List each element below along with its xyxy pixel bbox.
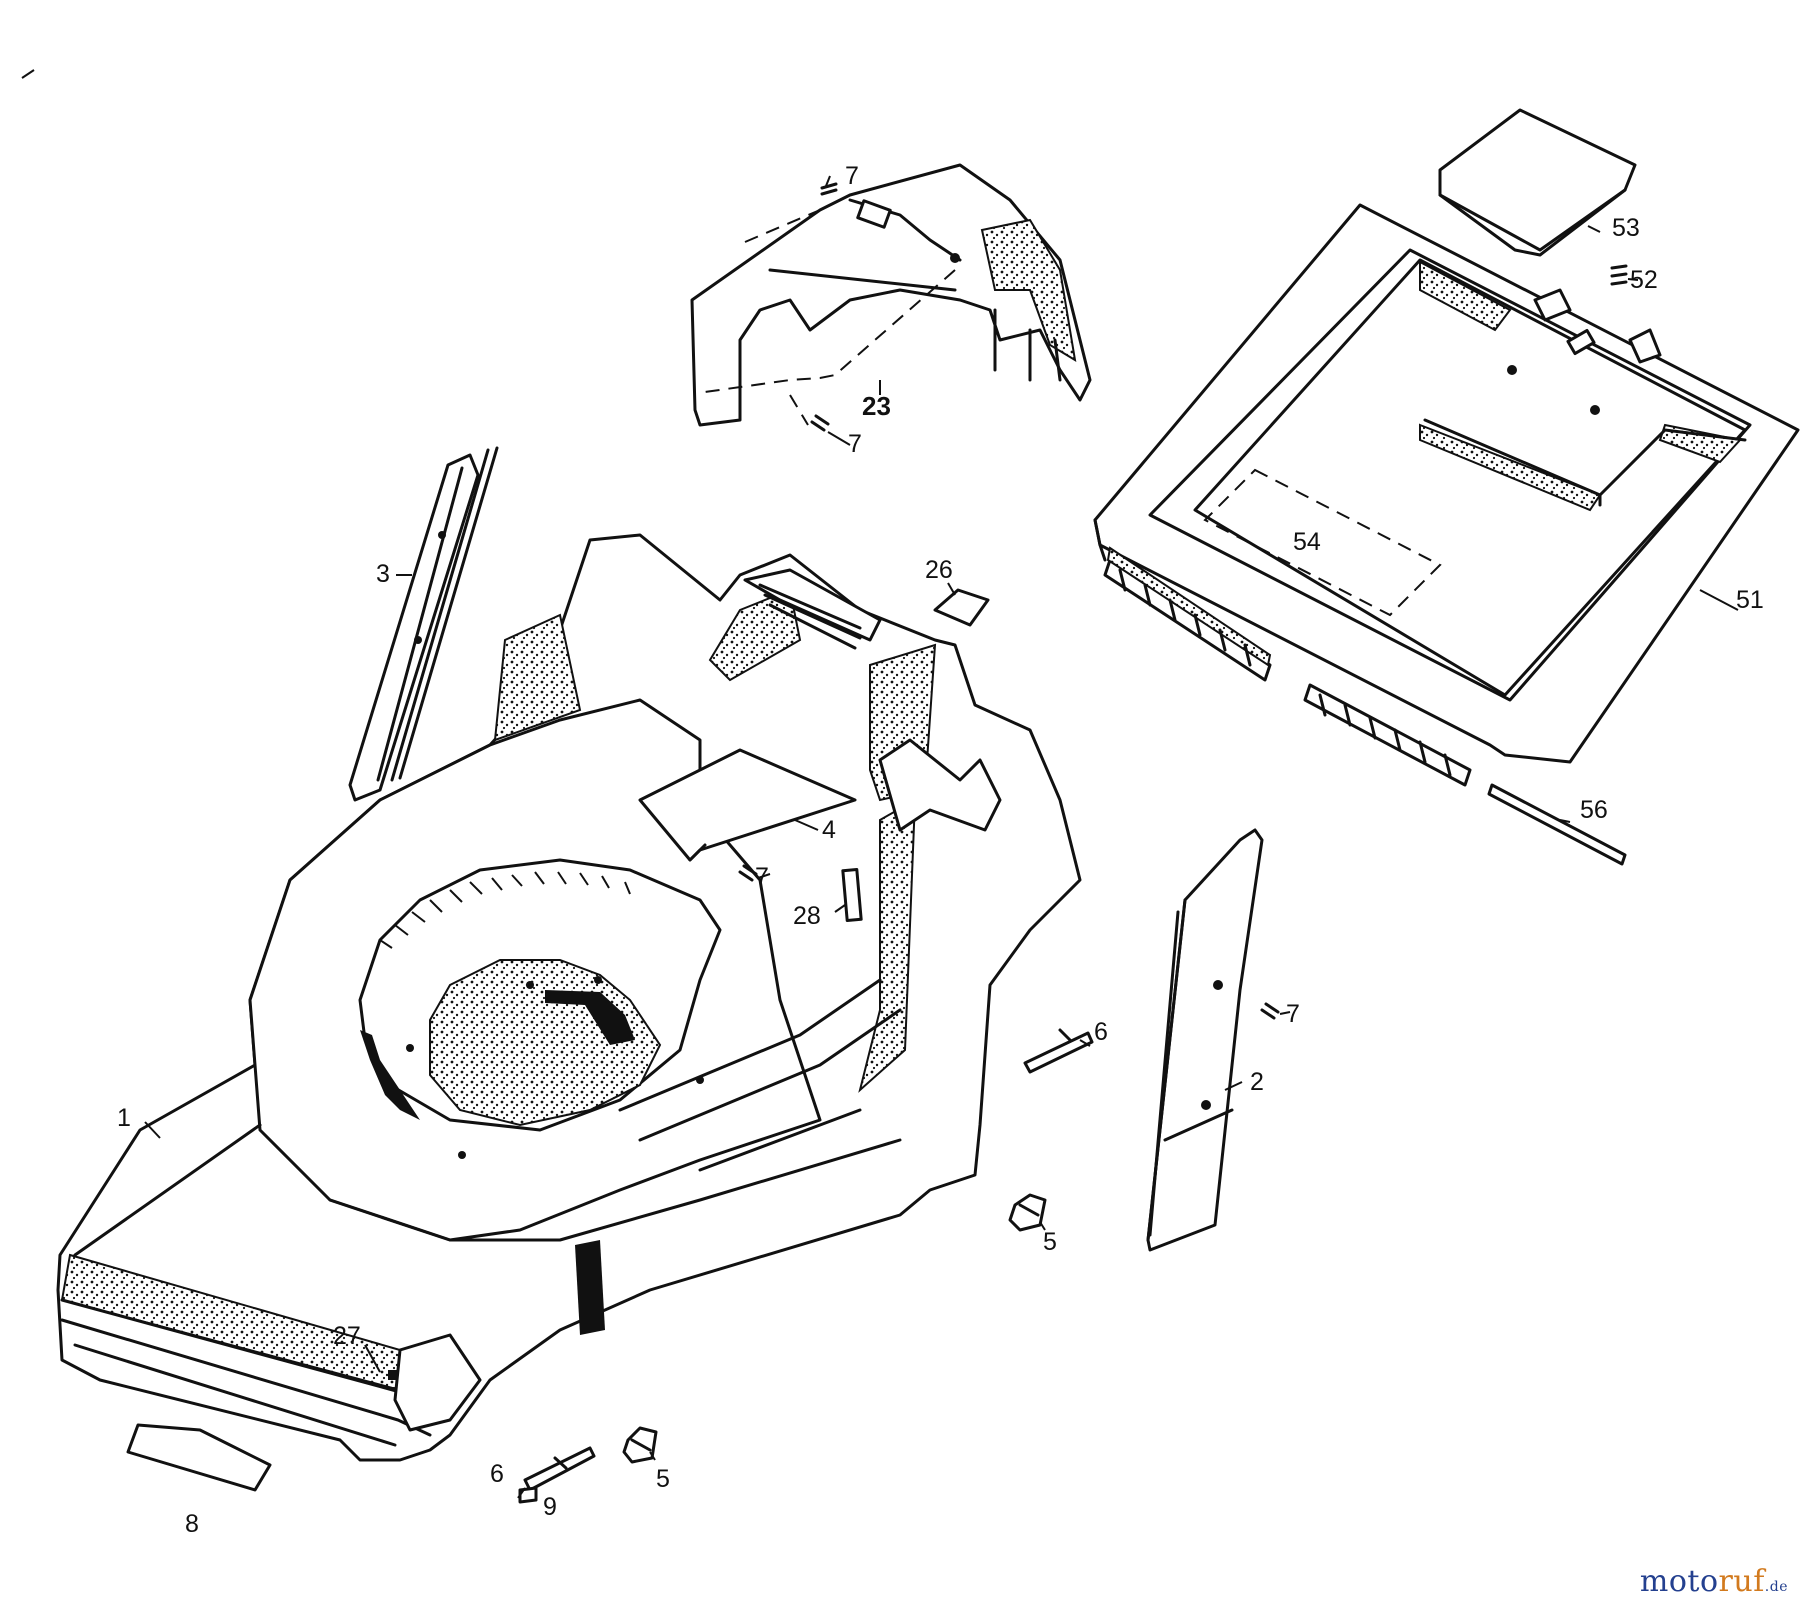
label-54: 54 [1293, 528, 1321, 556]
label-52: 52 [1630, 266, 1658, 294]
label-8: 8 [185, 1510, 199, 1538]
label-23: 23 [862, 391, 891, 421]
part-7-screw-c[interactable] [738, 864, 758, 882]
part-53-lid-cover[interactable] [1438, 108, 1637, 257]
label-3: 3 [376, 560, 390, 588]
label-26: 26 [925, 556, 953, 584]
part-4-cover-plate[interactable] [638, 748, 857, 862]
part-6-bracket-b[interactable] [523, 1446, 596, 1492]
part-27-marker[interactable] [388, 1370, 398, 1380]
label-2: 2 [1250, 1068, 1264, 1096]
stray-mark [21, 69, 35, 79]
part-52-screw[interactable] [1610, 264, 1628, 286]
label-27: 27 [333, 1322, 361, 1350]
label-7b: 7 [848, 430, 862, 458]
label-6a: 6 [1094, 1018, 1108, 1046]
label-9: 9 [543, 1493, 557, 1521]
part-2-side-strip[interactable] [1146, 828, 1264, 1252]
part-7-screw-d[interactable] [1260, 1002, 1280, 1020]
part-56-rod[interactable] [1487, 783, 1627, 866]
label-28: 28 [793, 902, 821, 930]
part-7-screw-b[interactable] [810, 414, 830, 432]
part-9-nut[interactable] [518, 1486, 538, 1504]
part-51-catcher-lid[interactable] [1093, 203, 1800, 787]
part-8-front-plate[interactable] [126, 1423, 272, 1492]
part-5-clip-a[interactable] [1008, 1193, 1047, 1232]
motoruf-watermark: motoruf.de [1639, 1564, 1788, 1599]
label-4: 4 [822, 816, 836, 844]
leader-lines [144, 175, 1739, 1499]
label-1: 1 [117, 1104, 131, 1132]
label-5a: 5 [1043, 1228, 1057, 1256]
part-1-mower-deck[interactable] [56, 533, 1082, 1462]
label-7a: 7 [845, 162, 859, 190]
part-23-deflector[interactable] [690, 163, 1092, 427]
label-7c: 7 [755, 863, 769, 891]
part-28-label[interactable] [841, 867, 863, 923]
label-6b: 6 [490, 1460, 504, 1488]
label-5b: 5 [656, 1465, 670, 1493]
part-7-screw-a[interactable] [820, 182, 838, 196]
label-56: 56 [1580, 796, 1608, 824]
label-51: 51 [1736, 586, 1764, 614]
callout-labels: 1 2 3 4 5 5 6 6 7 7 7 7 8 9 23 26 27 28 … [117, 162, 1764, 1538]
part-26-plate[interactable] [933, 588, 990, 627]
label-7d: 7 [1286, 1000, 1300, 1028]
label-53: 53 [1612, 214, 1640, 242]
part-6-bracket-a[interactable] [1023, 1028, 1094, 1074]
part-3-side-strip[interactable] [348, 446, 499, 802]
part-5-clip-b[interactable] [622, 1426, 658, 1464]
